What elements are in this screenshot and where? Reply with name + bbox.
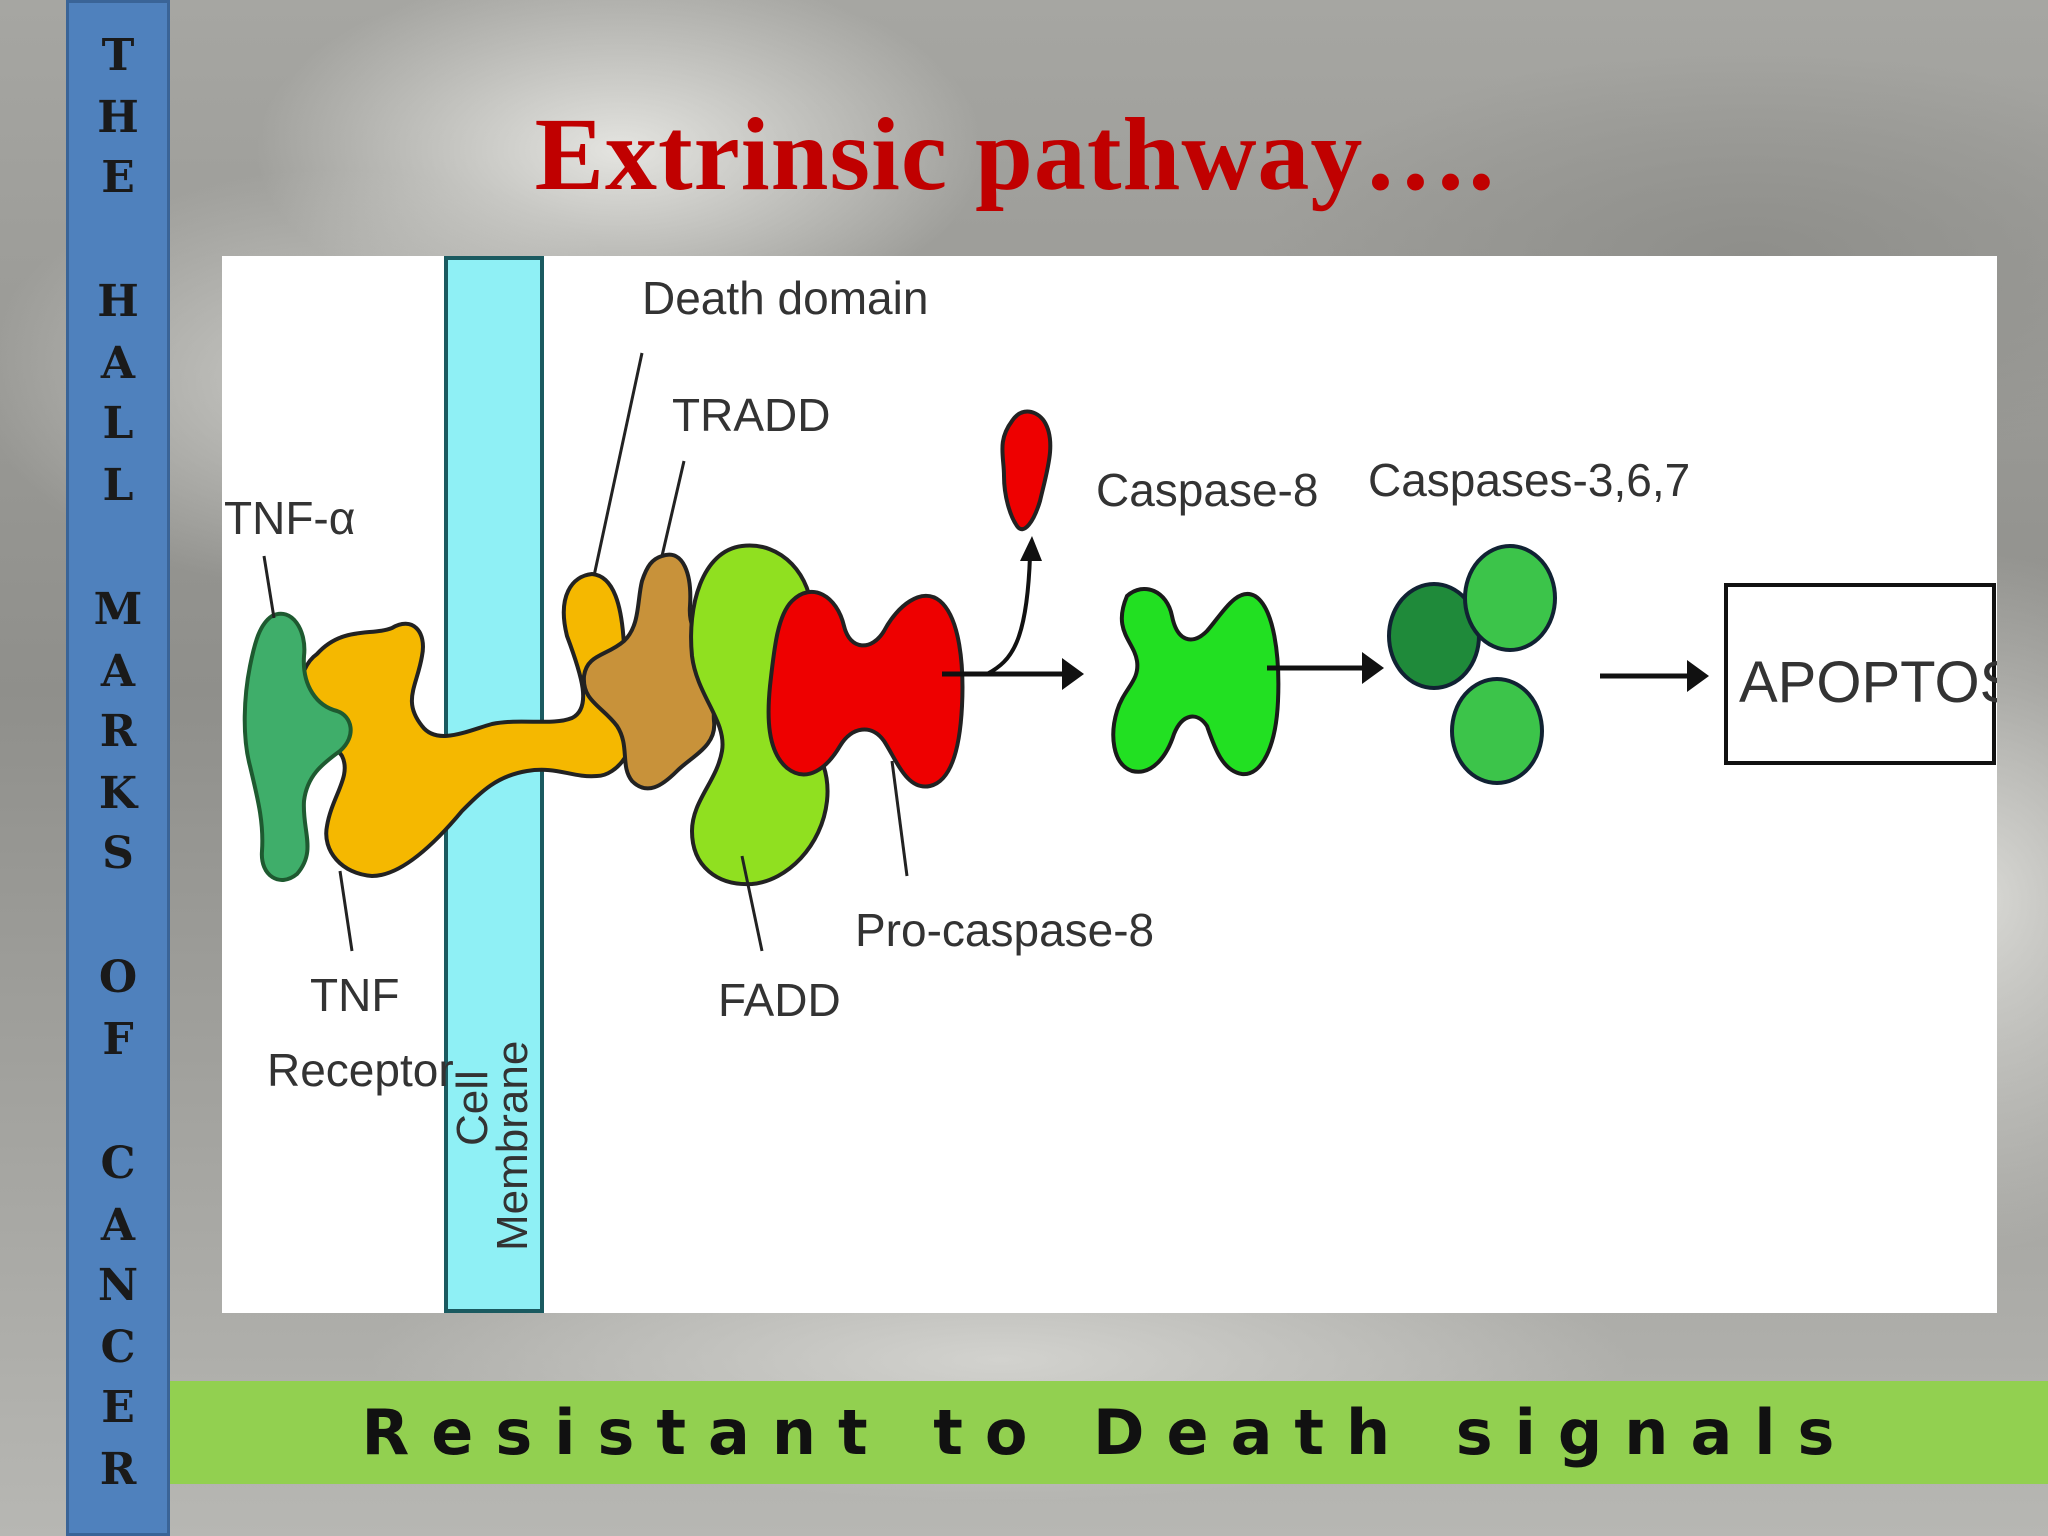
- caspase-8-label: Caspase-8: [1096, 464, 1318, 516]
- side-letter: S: [102, 828, 134, 879]
- caspase-7-shape: [1450, 677, 1544, 785]
- tnf-alpha-leader: [262, 555, 276, 619]
- slide-title: Extrinsic pathway….: [534, 97, 1496, 212]
- caspase-8-shape: [1111, 586, 1281, 777]
- side-letter: H: [97, 92, 139, 143]
- caspases-3-6-7-label: Caspases-3,6,7: [1368, 454, 1690, 506]
- side-letter: F: [102, 1014, 134, 1065]
- cleavage-arrow: [986, 555, 1032, 676]
- fadd-label: FADD: [718, 974, 841, 1026]
- side-banner: [66, 0, 170, 1536]
- tnf-receptor-label-2: Receptor: [267, 1044, 454, 1096]
- apoptosis-label: APOPTOSIS: [1739, 650, 1997, 715]
- footer-caption: Resistant to Death signals: [361, 1396, 1857, 1469]
- side-letter: H: [97, 276, 139, 327]
- footer-band: [170, 1381, 2048, 1484]
- arrow-3-head: [1687, 660, 1709, 692]
- pathway-diagram: Cell Membrane: [222, 256, 1997, 1313]
- side-letter: O: [98, 952, 138, 1003]
- side-letter: A: [100, 1200, 136, 1251]
- side-letter: L: [102, 398, 134, 449]
- side-letter: R: [99, 1444, 137, 1495]
- arrow-1-head: [1062, 658, 1084, 690]
- side-letter: E: [101, 1382, 135, 1433]
- side-letter: R: [99, 706, 137, 757]
- death-domain-label: Death domain: [642, 272, 928, 324]
- cell-membrane-label-1: Cell: [448, 1070, 497, 1146]
- pro-caspase-8-label: Pro-caspase-8: [855, 904, 1154, 956]
- side-letter: E: [101, 152, 135, 203]
- side-letter: N: [97, 1260, 139, 1311]
- side-letter: C: [100, 1138, 136, 1189]
- tnf-receptor-leader: [338, 870, 354, 952]
- fadd-leader: [740, 855, 764, 952]
- caspase-6-shape: [1463, 544, 1557, 652]
- death-domain-leader: [592, 352, 644, 577]
- cleaved-fragment-shape: [1000, 409, 1053, 532]
- side-letter: M: [93, 584, 143, 635]
- tnf-receptor-label-1: TNF: [310, 969, 399, 1021]
- cleavage-arrow-head: [1020, 536, 1042, 561]
- cell-membrane-label-2: Membrane: [488, 1041, 537, 1251]
- tradd-label: TRADD: [672, 389, 830, 441]
- side-letter: A: [100, 646, 136, 697]
- tradd-leader: [660, 460, 686, 557]
- side-letter: A: [100, 338, 136, 389]
- pro-caspase-leader: [890, 760, 909, 877]
- pro-caspase-8-shape: [766, 589, 965, 789]
- apoptosis-box: [1724, 583, 1996, 765]
- side-letter: K: [98, 768, 138, 819]
- side-letter: C: [100, 1322, 136, 1373]
- arrow-2-head: [1362, 652, 1384, 684]
- side-letter: T: [101, 30, 135, 81]
- side-letter: L: [102, 460, 134, 511]
- tnf-alpha-label: TNF-α: [224, 492, 355, 544]
- tnf-alpha-shape: [242, 611, 353, 882]
